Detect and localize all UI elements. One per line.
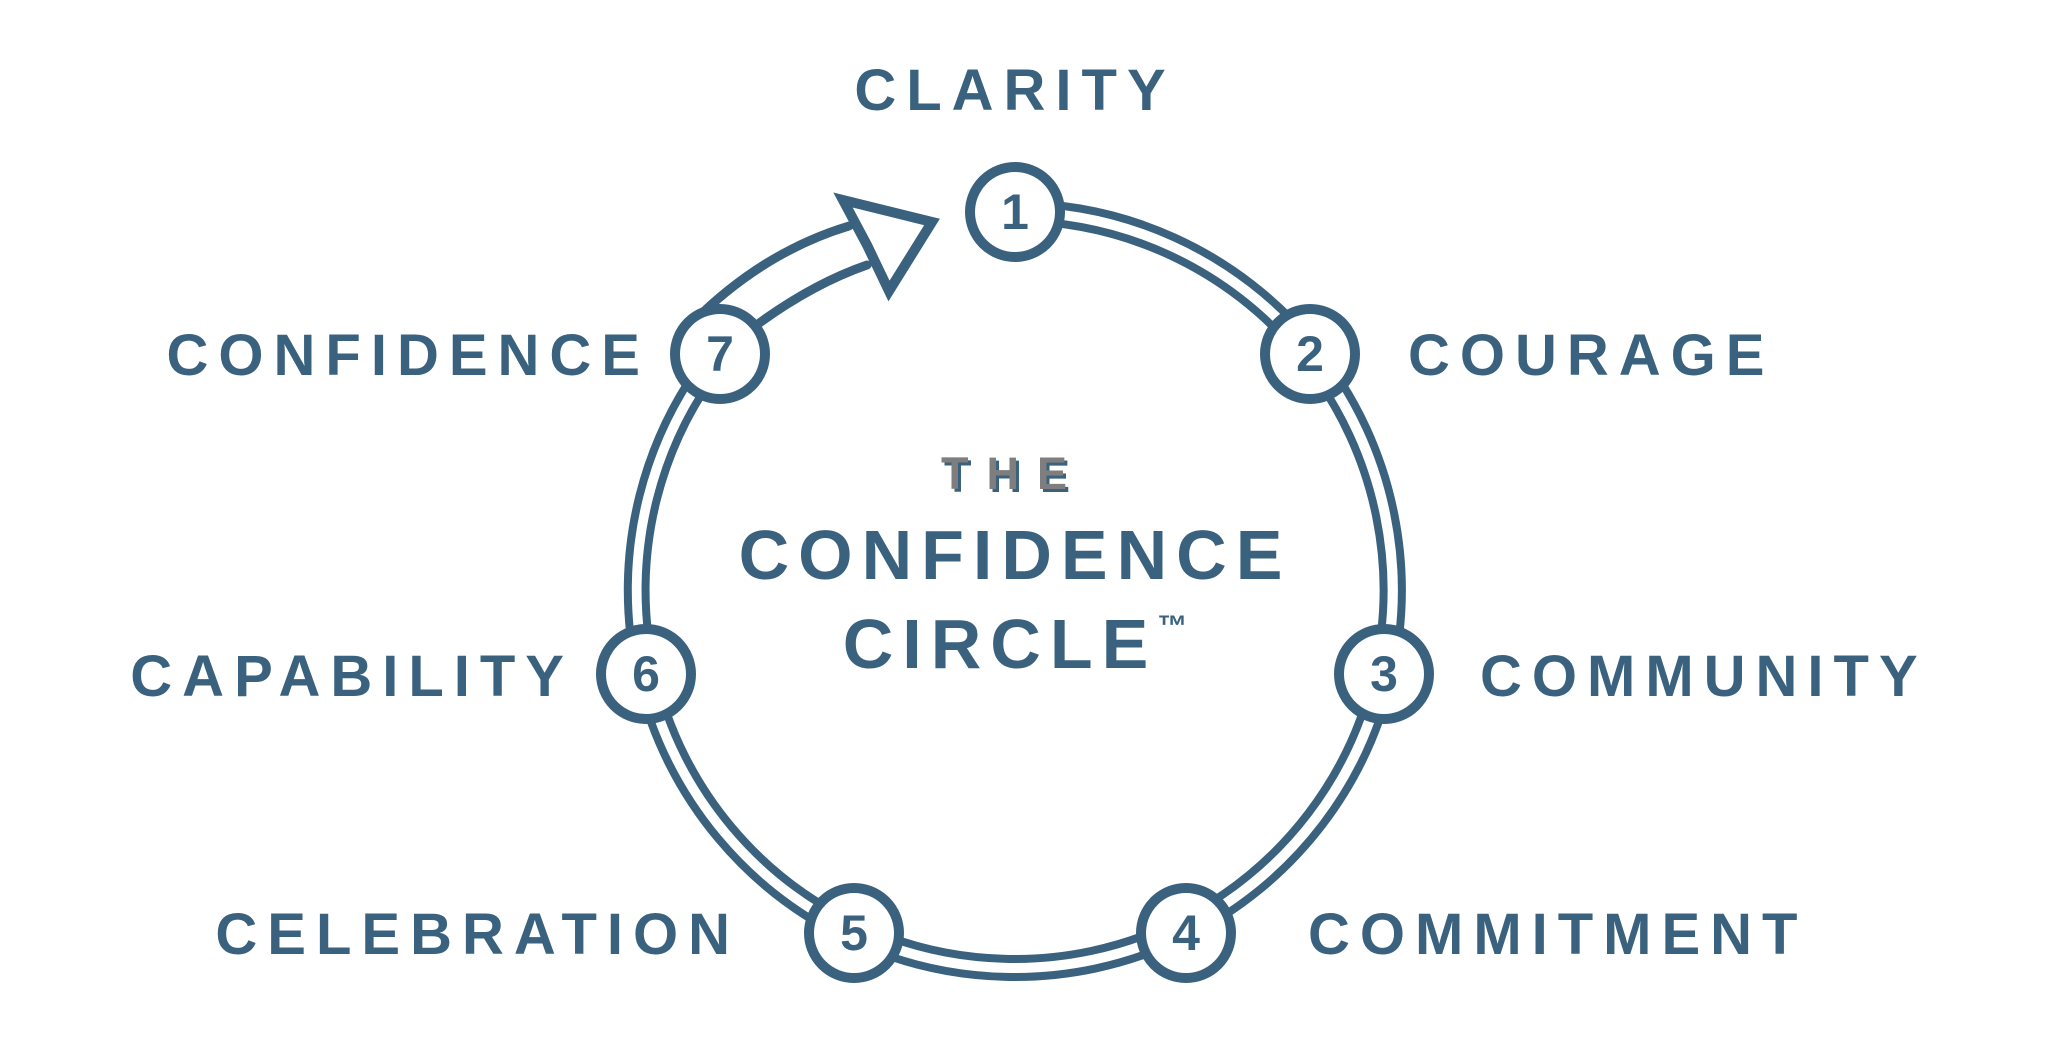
step-node-4 — [1136, 883, 1236, 983]
step-label-capability: CAPABILITY — [130, 644, 574, 709]
step-label-community: COMMUNITY — [1480, 644, 1928, 709]
arrow-head-icon — [833, 192, 940, 302]
step-number-4: 4 — [1172, 905, 1200, 961]
step-label-commitment: COMMITMENT — [1308, 902, 1808, 967]
center-title-block: THE THE CONFIDENCE CIRCLE™ — [739, 448, 1292, 683]
step-node-2 — [1260, 304, 1360, 404]
step-node-3 — [1334, 624, 1434, 724]
center-prefix-shadow: THE — [944, 451, 1088, 502]
step-number-2: 2 — [1296, 326, 1324, 382]
step-nodes: 1 2 3 4 5 6 7 — [596, 162, 1434, 983]
center-title-line1: CONFIDENCE — [739, 516, 1292, 594]
center-title-line2-text: CIRCLE — [843, 605, 1158, 683]
trademark-symbol: ™ — [1157, 610, 1187, 643]
center-title-line2: CIRCLE™ — [843, 605, 1188, 683]
step-label-celebration: CELEBRATION — [215, 902, 740, 967]
step-number-1: 1 — [1001, 184, 1029, 240]
step-label-courage: COURAGE — [1408, 323, 1774, 388]
step-number-3: 3 — [1370, 646, 1398, 702]
step-number-7: 7 — [706, 326, 734, 382]
step-node-7 — [670, 304, 770, 404]
step-node-6 — [596, 624, 696, 724]
step-number-5: 5 — [840, 905, 868, 961]
step-node-1 — [965, 162, 1065, 262]
step-number-6: 6 — [632, 646, 660, 702]
center-prefix: THE — [941, 448, 1085, 499]
step-label-confidence: CONFIDENCE — [167, 323, 650, 388]
step-labels: CLARITY COURAGE COMMUNITY COMMITMENT CEL… — [130, 58, 1928, 967]
step-node-5 — [804, 883, 904, 983]
step-label-clarity: CLARITY — [854, 58, 1175, 123]
